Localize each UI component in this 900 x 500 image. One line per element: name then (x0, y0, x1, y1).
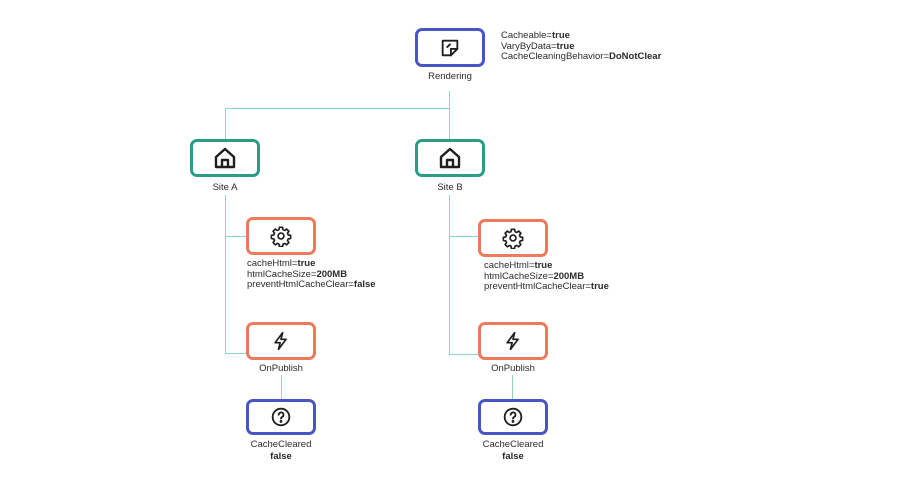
gear-icon (502, 227, 524, 249)
rendering-label: Rendering (428, 71, 472, 82)
site-a-label: Site A (212, 182, 238, 193)
rendering-node (415, 28, 485, 67)
connector (281, 375, 282, 399)
site-a-result-label: CacheCleared false (231, 439, 331, 463)
result-value: false (270, 451, 292, 462)
lightning-icon (271, 330, 291, 352)
site-a-event-label: OnPublish (259, 363, 303, 374)
prop-line: CacheCleaningBehavior=DoNotClear (501, 51, 662, 62)
connector (449, 108, 450, 139)
connector (449, 195, 450, 354)
site-b-settings-node (478, 219, 548, 257)
setting-line: cacheHtml=true (247, 258, 316, 269)
connector (449, 236, 478, 237)
site-b-result-label: CacheCleared false (463, 439, 563, 463)
setting-line: preventHtmlCacheClear=true (484, 281, 609, 292)
site-b-event-label: OnPublish (491, 363, 535, 374)
connector (225, 108, 226, 139)
site-b-label: Site B (437, 182, 463, 193)
connector (225, 195, 226, 353)
site-a-result-node (246, 399, 316, 435)
connector (449, 354, 478, 355)
result-title: CacheCleared (250, 439, 312, 450)
connector (225, 353, 247, 354)
result-title: CacheCleared (482, 439, 544, 450)
setting-line: htmlCacheSize=200MB (247, 268, 348, 280)
lightning-icon (503, 330, 523, 352)
setting-line: htmlCacheSize=200MB (484, 270, 585, 282)
connector (512, 375, 513, 399)
setting-line: preventHtmlCacheClear=false (247, 279, 376, 290)
connector (449, 91, 450, 108)
prop-line: Cacheable=true (501, 30, 570, 41)
result-value: false (502, 451, 524, 462)
connector (225, 236, 247, 237)
home-icon (438, 146, 462, 170)
site-a-event-node (246, 322, 316, 360)
question-icon (503, 407, 523, 427)
connector (225, 108, 450, 109)
site-b-node (415, 139, 485, 177)
site-b-event-node (478, 322, 548, 360)
rendering-props: Cacheable=true VaryByData=true CacheClea… (501, 30, 662, 63)
site-a-settings-node (246, 217, 316, 255)
home-icon (213, 146, 237, 170)
site-b-result-node (478, 399, 548, 435)
prop-line: VaryByData=true (501, 40, 575, 52)
site-a-node (190, 139, 260, 177)
question-icon (271, 407, 291, 427)
gear-icon (270, 225, 292, 247)
note-icon (439, 37, 461, 59)
site-a-settings: cacheHtml=true htmlCacheSize=200MB preve… (247, 258, 376, 291)
setting-line: cacheHtml=true (484, 260, 553, 271)
site-b-settings: cacheHtml=true htmlCacheSize=200MB preve… (484, 260, 609, 293)
